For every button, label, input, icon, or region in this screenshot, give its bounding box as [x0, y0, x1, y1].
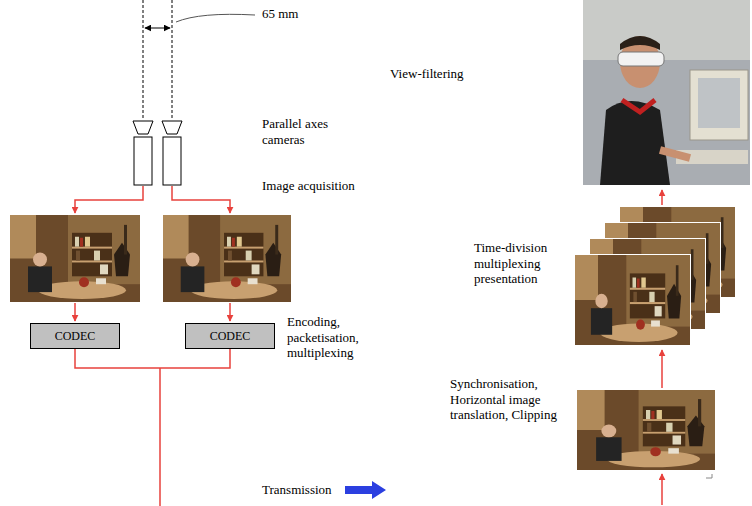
flow-arrow — [74, 303, 76, 321]
codec-box: CODEC — [30, 323, 120, 349]
flow-arrow — [172, 186, 230, 213]
viewer-photo — [583, 0, 750, 185]
clip-corner — [706, 474, 712, 478]
label-text: Image acquisition — [262, 178, 355, 193]
camera-axis — [143, 0, 144, 120]
person-torso — [600, 101, 670, 185]
label-text: Encoding, packetisation, multiplexing — [287, 314, 359, 360]
label-text: Time-division multiplexing presentation — [474, 240, 547, 286]
codec-box: CODEC — [185, 323, 275, 349]
label-text: Transmission — [262, 482, 332, 497]
step-label: Encoding, packetisation, multiplexing — [287, 314, 383, 361]
frame-border — [574, 254, 691, 346]
camera-lens — [162, 121, 182, 134]
camera — [133, 121, 153, 185]
camera-label: Parallel axes cameras — [262, 116, 350, 147]
label-text: Parallel axes cameras — [262, 116, 328, 147]
monitor-screen — [698, 78, 740, 128]
shirt-collar — [622, 100, 655, 112]
dimension-label: 65 mm — [262, 6, 298, 22]
camera-body — [163, 137, 181, 185]
photo-background — [583, 0, 750, 185]
frame-stack — [574, 206, 736, 346]
leader-line — [176, 14, 255, 22]
dimension-arrow — [145, 28, 170, 29]
photo-wall — [583, 0, 750, 60]
camera-body — [134, 137, 152, 185]
flow-arrow — [661, 350, 663, 388]
step-label: Image acquisition — [262, 178, 355, 194]
box-text: CODEC — [55, 329, 96, 343]
box-text: CODEC — [210, 329, 251, 343]
step-label: Synchronisation, Horizontal image transl… — [450, 376, 560, 423]
flow-arrow — [229, 303, 231, 321]
step-label: Transmission — [262, 482, 332, 498]
left-view-photo — [10, 215, 140, 302]
flow-arrow — [661, 474, 663, 505]
label-text: View-filtering — [390, 66, 464, 81]
camera-lens — [133, 121, 153, 134]
camera-axis — [172, 0, 173, 120]
multiplex-line — [75, 349, 230, 506]
person-arm — [660, 150, 690, 158]
transmission-arrow — [345, 481, 386, 499]
flow-arrow — [75, 186, 143, 213]
right-view-photo — [163, 215, 291, 302]
step-label: View-filtering — [390, 66, 464, 82]
flow-arrow — [661, 190, 663, 205]
monitor — [690, 70, 748, 140]
camera — [162, 121, 182, 185]
shutter-glasses — [618, 52, 664, 66]
frame — [575, 255, 690, 345]
received-photo — [577, 390, 715, 470]
label-text: Synchronisation, Horizontal image transl… — [450, 376, 557, 422]
step-label: Time-division multiplexing presentation — [474, 240, 566, 287]
person-hair — [620, 36, 660, 50]
label-text: 65 mm — [262, 6, 298, 21]
